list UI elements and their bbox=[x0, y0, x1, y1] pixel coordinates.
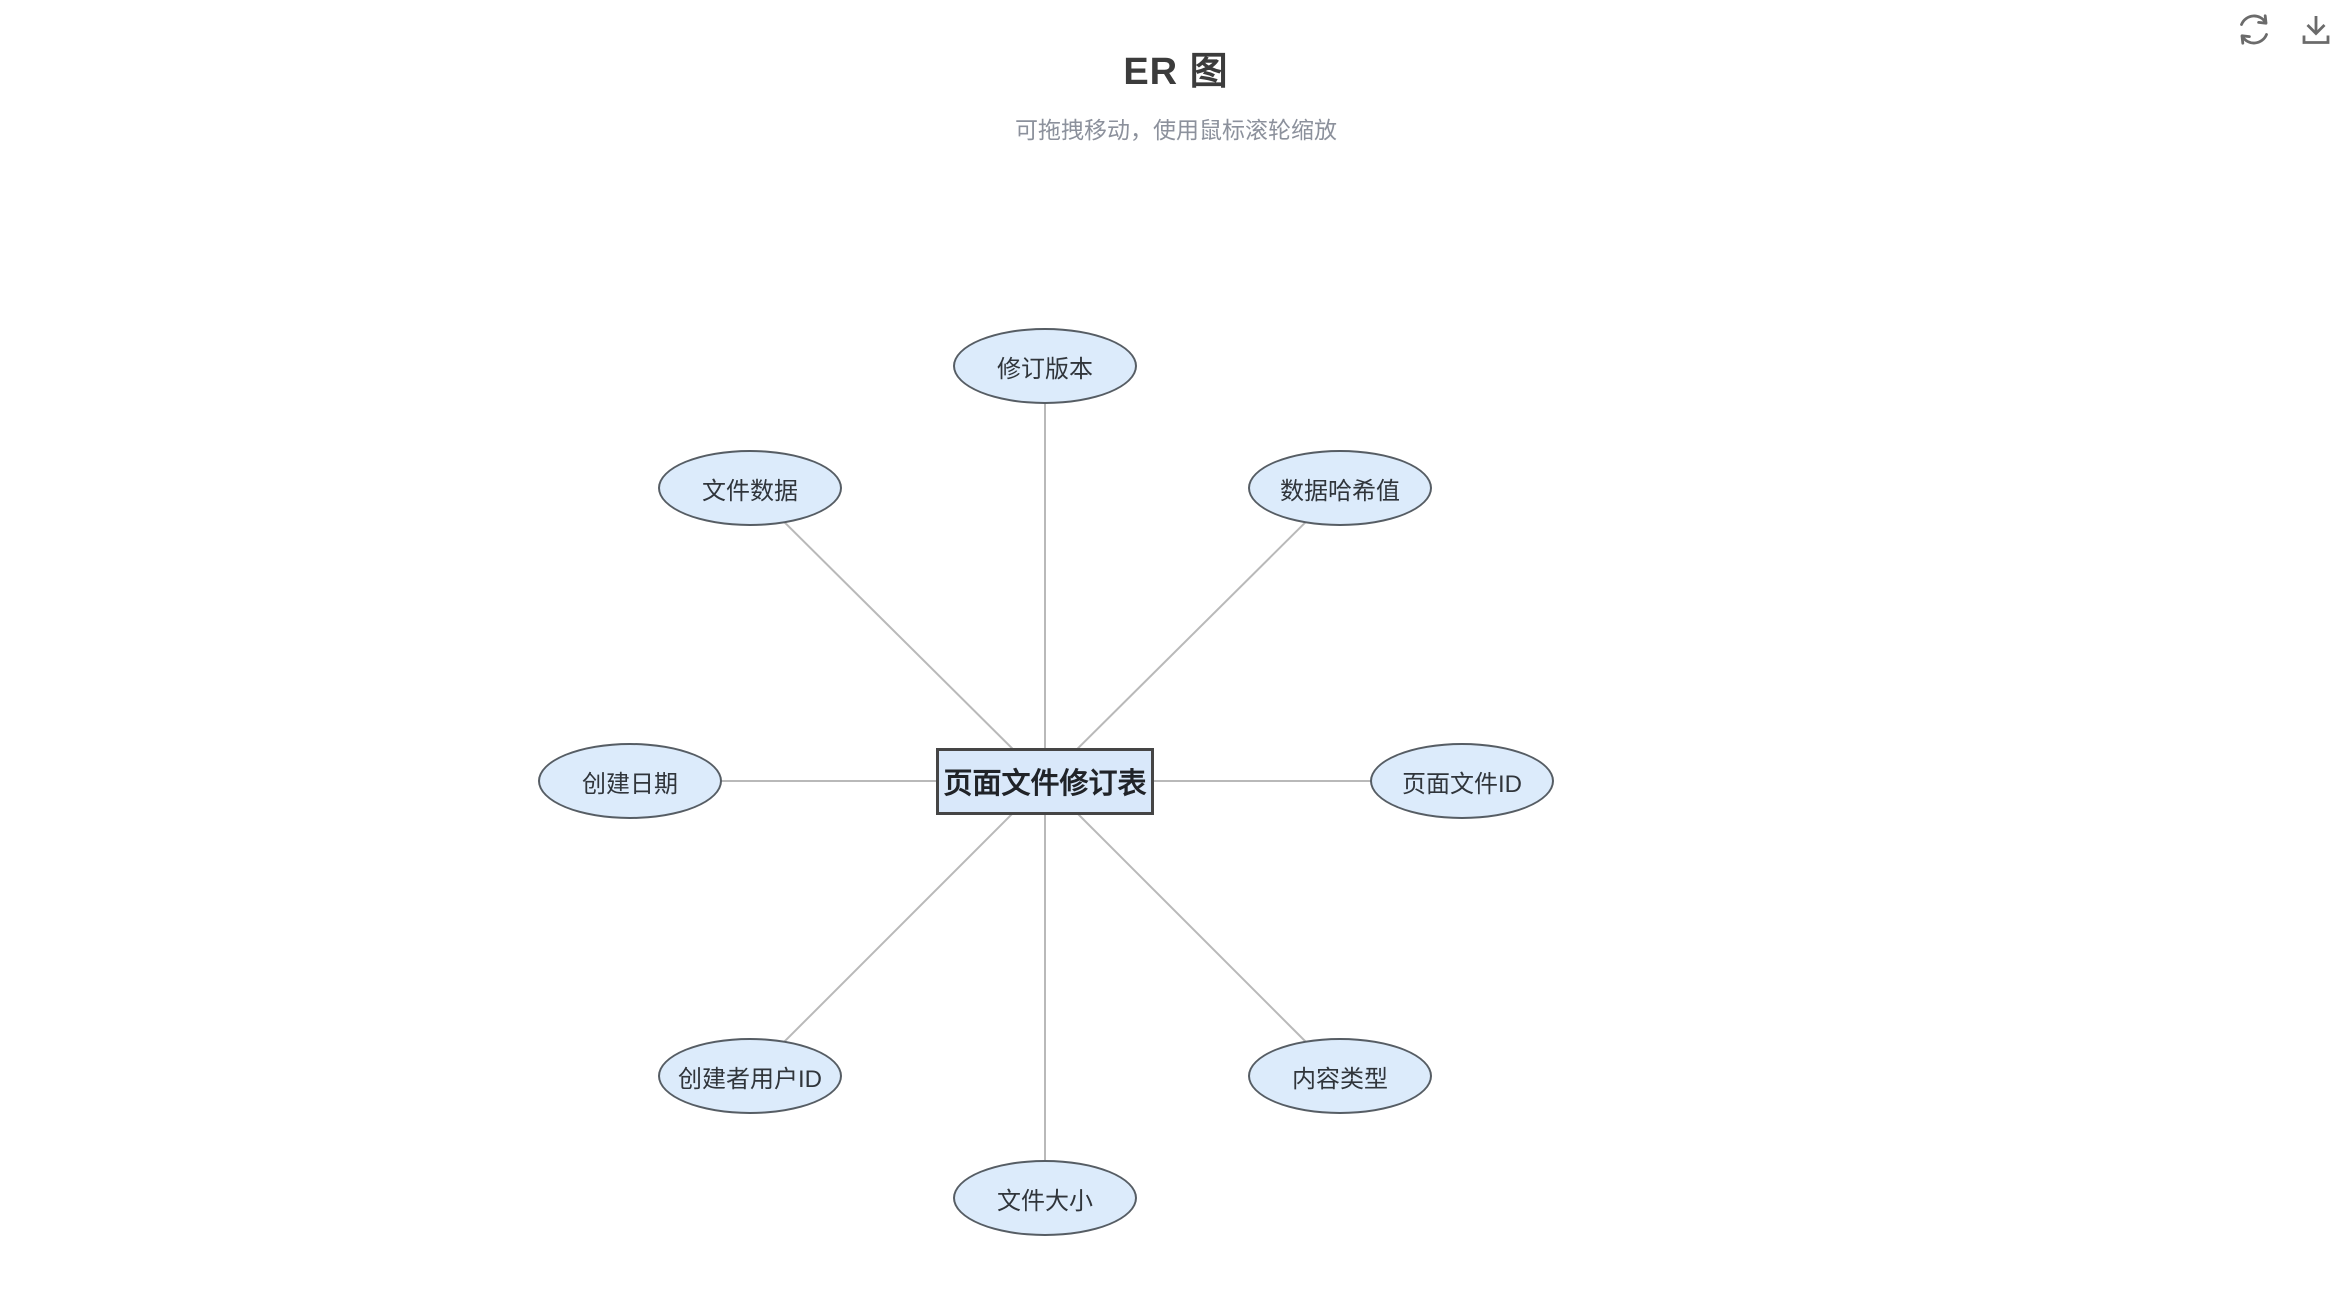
refresh-icon bbox=[2234, 14, 2274, 53]
attribute-label: 页面文件ID bbox=[1402, 770, 1522, 798]
download-button[interactable] bbox=[2294, 8, 2338, 52]
er-edge bbox=[749, 487, 1046, 782]
attribute-node[interactable]: 内容类型 bbox=[1248, 1038, 1432, 1114]
download-icon bbox=[2296, 16, 2336, 53]
er-edge bbox=[1044, 487, 1341, 782]
entity-node[interactable]: 页面文件修订表 bbox=[936, 747, 1154, 815]
attribute-label: 数据哈希值 bbox=[1280, 477, 1400, 505]
attribute-label: 创建者用户ID bbox=[678, 1065, 822, 1093]
attribute-node[interactable]: 文件数据 bbox=[658, 450, 842, 526]
attribute-node[interactable]: 页面文件ID bbox=[1370, 743, 1554, 819]
attribute-label: 内容类型 bbox=[1292, 1065, 1388, 1093]
attribute-node[interactable]: 创建日期 bbox=[538, 743, 722, 819]
attribute-label: 修订版本 bbox=[997, 355, 1093, 383]
attribute-label: 文件大小 bbox=[997, 1187, 1093, 1215]
attribute-node[interactable]: 数据哈希值 bbox=[1248, 450, 1432, 526]
er-edge bbox=[1044, 780, 1341, 1077]
attribute-node[interactable]: 修订版本 bbox=[953, 328, 1137, 404]
attribute-node[interactable]: 创建者用户ID bbox=[658, 1038, 842, 1114]
er-edge bbox=[749, 780, 1046, 1077]
attribute-label: 文件数据 bbox=[702, 477, 798, 505]
attribute-node[interactable]: 文件大小 bbox=[953, 1160, 1137, 1236]
attribute-label: 创建日期 bbox=[582, 770, 678, 798]
toolbar bbox=[2232, 8, 2338, 52]
refresh-button[interactable] bbox=[2232, 8, 2276, 52]
entity-label: 页面文件修订表 bbox=[943, 768, 1147, 800]
